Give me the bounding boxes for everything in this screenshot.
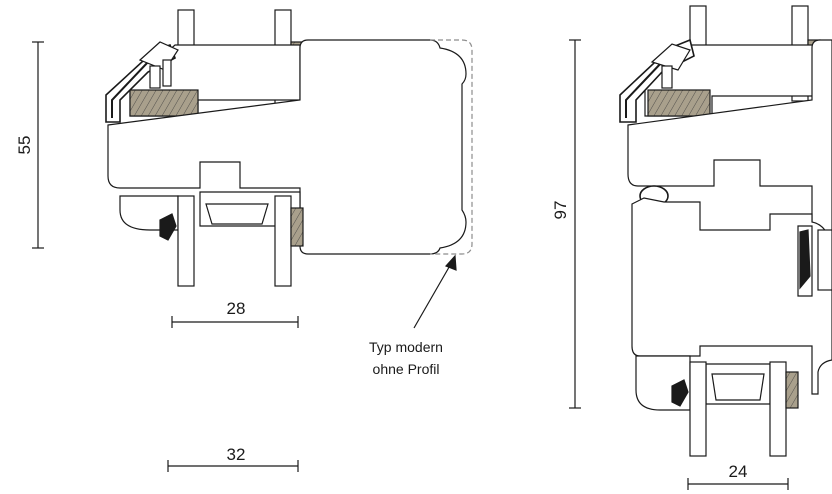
annotation-line-2: ohne Profil	[373, 361, 440, 377]
left-width-label-upper: 28	[227, 299, 246, 318]
annotation-arrowhead	[444, 254, 457, 271]
right-lower-glass-pane-b	[769, 361, 787, 457]
left-lower-glass-pane-a	[177, 195, 195, 287]
right-lower-frame-body	[631, 197, 832, 395]
annotation-leader-line	[413, 261, 453, 329]
left-dashed-outline	[430, 39, 473, 255]
right-width-label: 24	[729, 462, 748, 481]
right-lower-glass-pane-a	[689, 361, 707, 457]
left-upper-seal-block	[129, 89, 199, 117]
right-profile	[569, 5, 832, 490]
annotation-line-1: Typ modern	[369, 339, 443, 355]
right-height-label: 97	[551, 201, 570, 220]
left-lower-glass-pane-b	[274, 195, 292, 287]
left-width-label-lower: 32	[227, 445, 246, 464]
left-profile	[32, 9, 473, 472]
right-upper-seal-block	[647, 89, 711, 117]
left-height-label: 55	[15, 136, 34, 155]
